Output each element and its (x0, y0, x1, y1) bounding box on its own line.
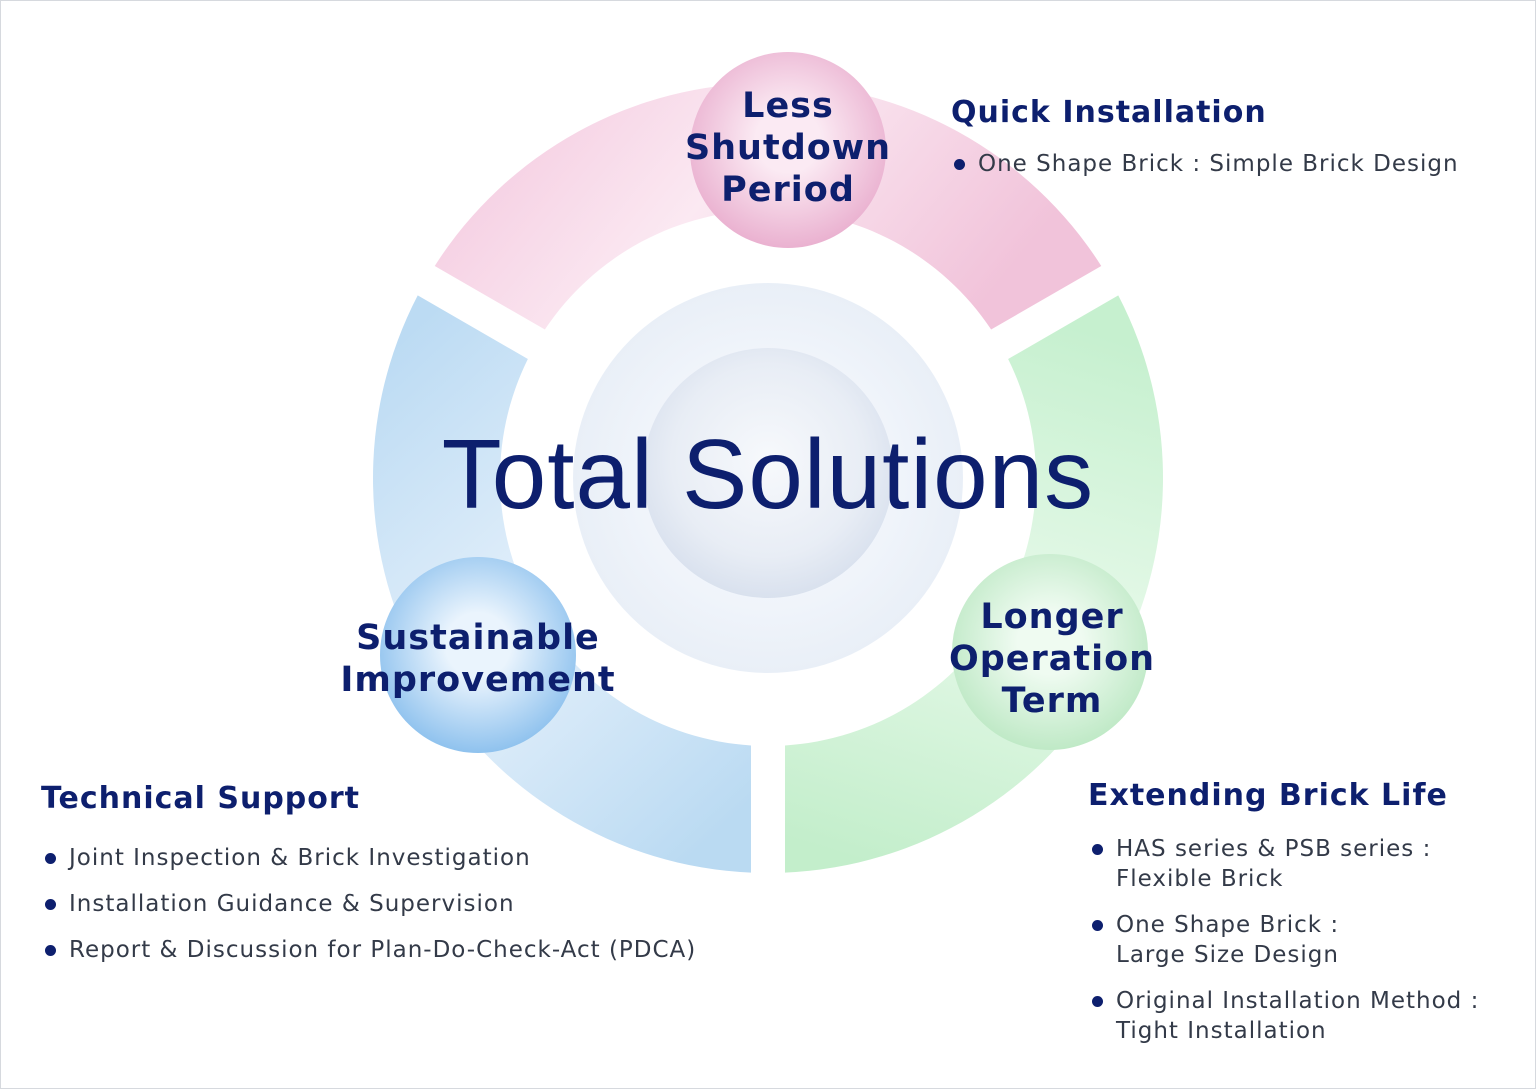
list-item-line: Original Installation Method : (1116, 988, 1480, 1014)
list-item-line: One Shape Brick : (1116, 912, 1340, 938)
bubble-line: Improvement (340, 660, 616, 700)
quick-installation-list: One Shape Brick : Simple Brick Design (954, 149, 1459, 179)
bubble-line: Term (1001, 681, 1103, 721)
list-item: Joint Inspection & Brick Investigation (45, 843, 696, 873)
list-item-line: Tight Installation (1116, 1018, 1327, 1044)
bubble-line: Longer (980, 597, 1124, 637)
bubble-sustainable-improvement: Sustainable Improvement (318, 617, 638, 701)
blue-bubble (380, 557, 576, 753)
extending-brick-life-list: HAS series & PSB series :Flexible Brick … (1092, 834, 1479, 1046)
technical-support-list: Joint Inspection & Brick Investigation I… (45, 843, 696, 965)
extending-brick-life-heading: Extending Brick Life (1088, 778, 1448, 813)
bubble-line: Operation (948, 639, 1156, 679)
bubble-less-shutdown-period: Less Shutdown Period (668, 85, 908, 211)
list-item: Original Installation Method : Tight Inst… (1092, 986, 1479, 1046)
center-inner-circle (643, 348, 893, 598)
list-item: HAS series & PSB series : Flexible Brick (1092, 834, 1479, 894)
list-item: Report & Discussion for Plan-Do-Check-Ac… (45, 935, 696, 965)
bubble-line: Less (742, 86, 834, 126)
bubble-line: Shutdown (684, 128, 892, 168)
list-item-line: Flexible Brick (1116, 866, 1284, 892)
list-item: Installation Guidance & Supervision (45, 889, 696, 919)
list-item: One Shape Brick : Simple Brick Design (954, 149, 1459, 179)
list-item-line: HAS series & PSB series : (1116, 836, 1432, 862)
bubble-line: Period (721, 170, 855, 210)
list-item-line: Large Size Design (1116, 942, 1339, 968)
center-title: Total Solutions (441, 419, 1095, 529)
quick-installation-heading: Quick Installation (951, 95, 1267, 130)
bubble-longer-operation-term: Longer Operation Term (930, 596, 1174, 722)
list-item: One Shape Brick : Large Size Design (1092, 910, 1479, 970)
green-bubble (952, 554, 1148, 750)
pink-bubble (690, 52, 886, 248)
bubble-line: Sustainable (356, 618, 600, 658)
technical-support-heading: Technical Support (41, 781, 361, 816)
